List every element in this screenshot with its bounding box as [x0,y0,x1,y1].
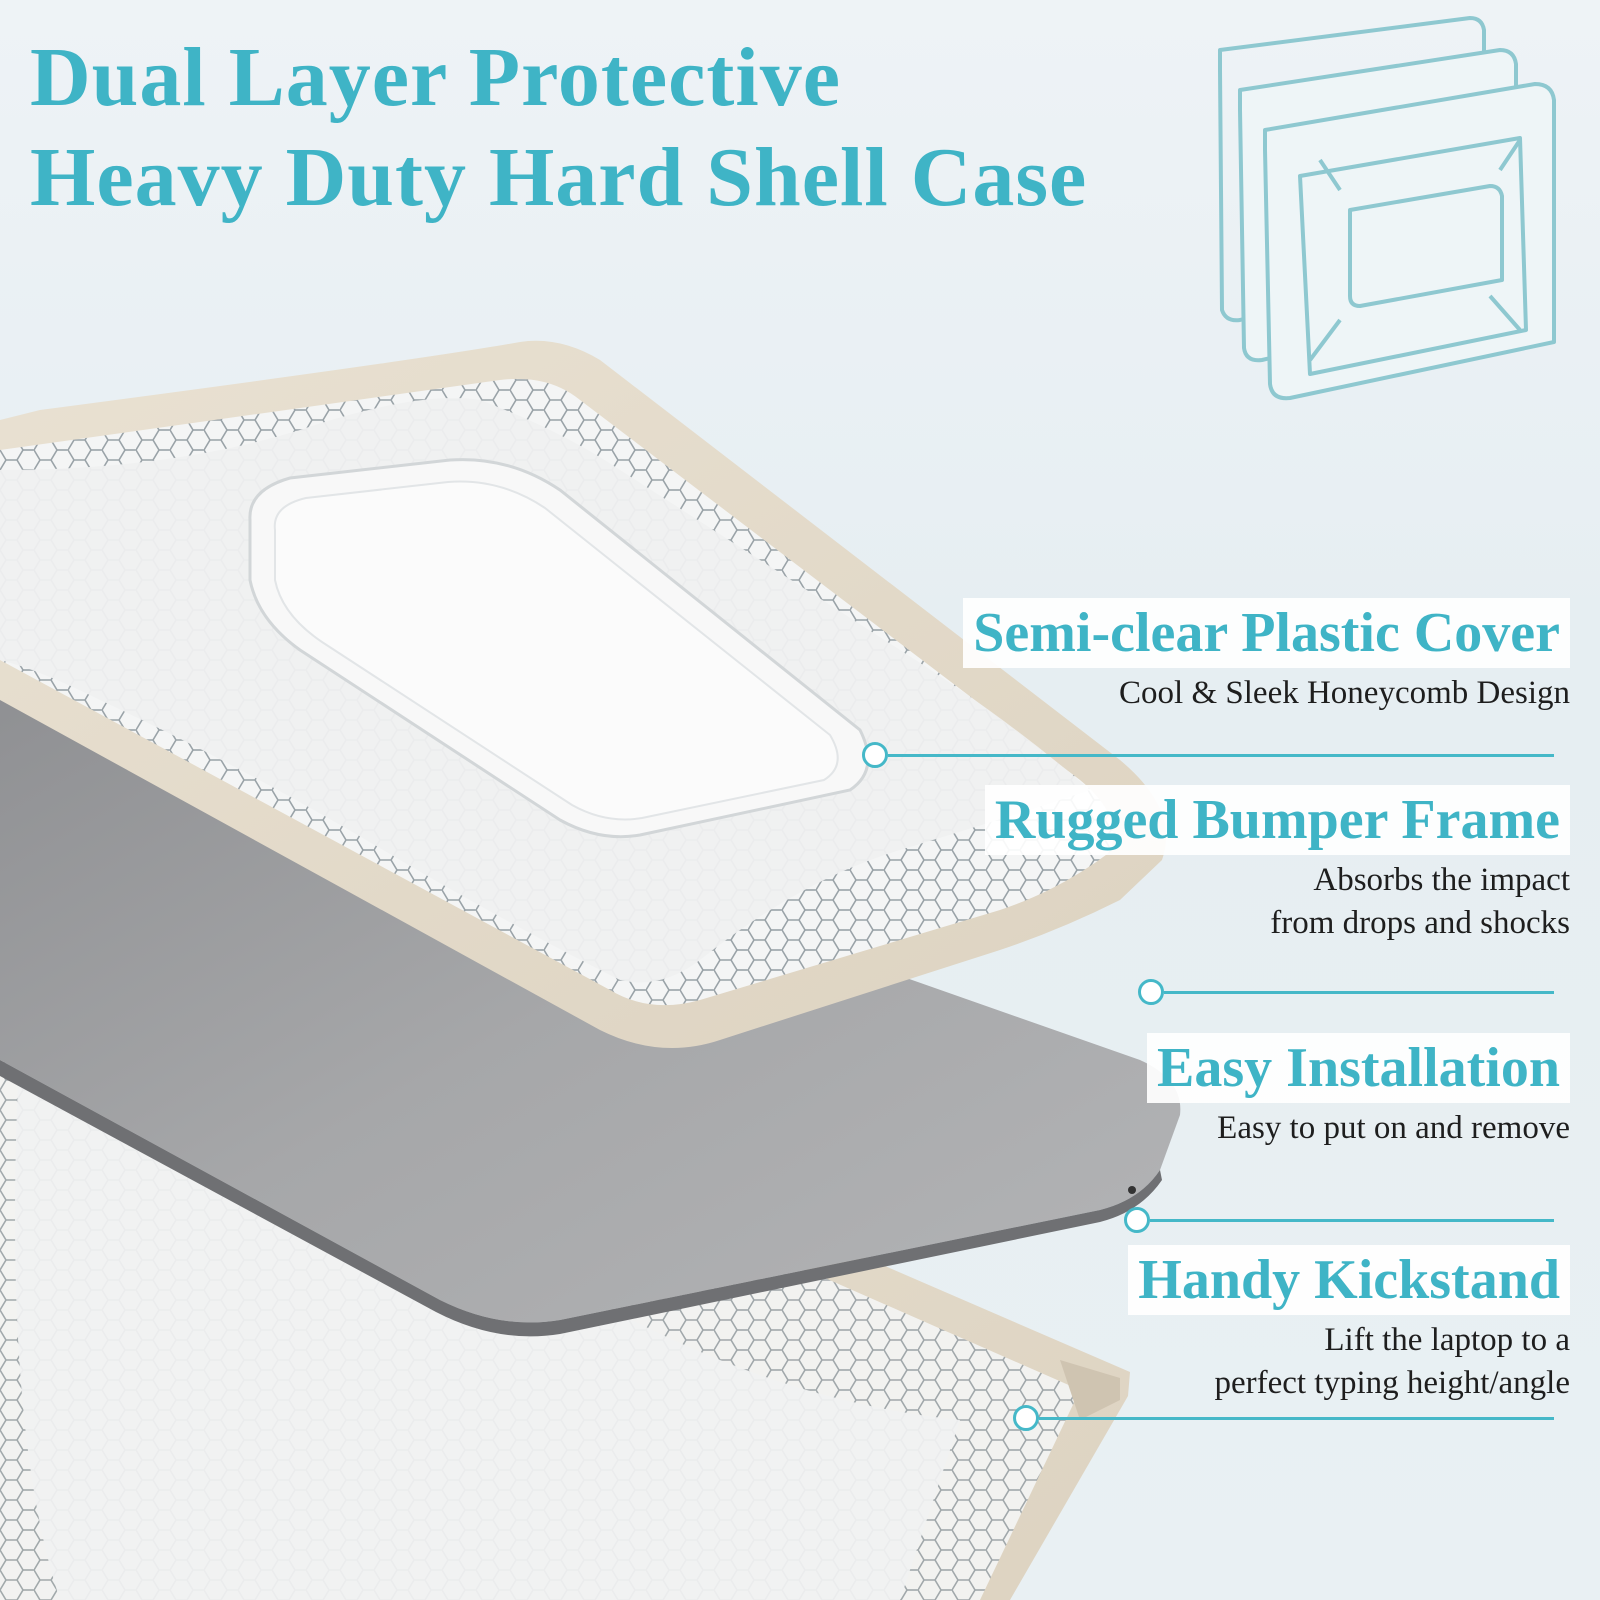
feature-description-line: Cool & Sleek Honeycomb Design [1119,675,1570,711]
feature-description-line: Easy to put on and remove [1217,1110,1570,1146]
callout-dot-icon [1124,1207,1150,1233]
headline-line-1: Dual Layer Protective [30,31,842,124]
feature-description-line: perfect typing height/angle [1214,1365,1570,1401]
feature-description: Absorbs the impact from drops and shocks [985,859,1570,945]
callout-dot-icon [1013,1405,1039,1431]
feature-rugged-bumper-frame: Rugged Bumper Frame Absorbs the impact f… [984,785,1570,945]
feature-description-line: Absorbs the impact [1313,862,1570,898]
callout-line [1150,1219,1554,1222]
feature-semi-clear-cover: Semi-clear Plastic Cover Cool & Sleek Ho… [963,598,1570,715]
feature-easy-installation: Easy Installation Easy to put on and rem… [1147,1033,1570,1150]
feature-title: Easy Installation [1147,1033,1570,1103]
feature-description-line: Lift the laptop to a [1324,1322,1570,1358]
feature-description-line: from drops and shocks [1270,905,1570,941]
callout-line [888,754,1554,757]
headline-line-2: Heavy Duty Hard Shell Case [30,131,1088,224]
callout-dot-icon [1138,979,1164,1005]
callout-dot-icon [862,742,888,768]
top-shell-window-inner [273,480,839,821]
case-layers-outline-icon [1218,16,1556,401]
feature-title: Handy Kickstand [1128,1245,1570,1315]
feature-title: Rugged Bumper Frame [984,785,1570,855]
audio-jack-icon [1128,1186,1136,1194]
feature-description: Easy to put on and remove [1147,1107,1570,1150]
feature-handy-kickstand: Handy Kickstand Lift the laptop to a per… [1128,1245,1570,1405]
callout-line [1164,991,1554,994]
feature-description: Cool & Sleek Honeycomb Design [963,672,1570,715]
headline: Dual Layer Protective Heavy Duty Hard Sh… [30,28,1087,228]
top-shell [0,340,1167,1048]
laptop-edge [0,1060,1162,1337]
feature-description: Lift the laptop to a perfect typing heig… [1128,1319,1570,1405]
feature-title: Semi-clear Plastic Cover [963,598,1570,668]
bottom-shell-corner [1060,1360,1120,1420]
callout-line [1039,1417,1554,1420]
